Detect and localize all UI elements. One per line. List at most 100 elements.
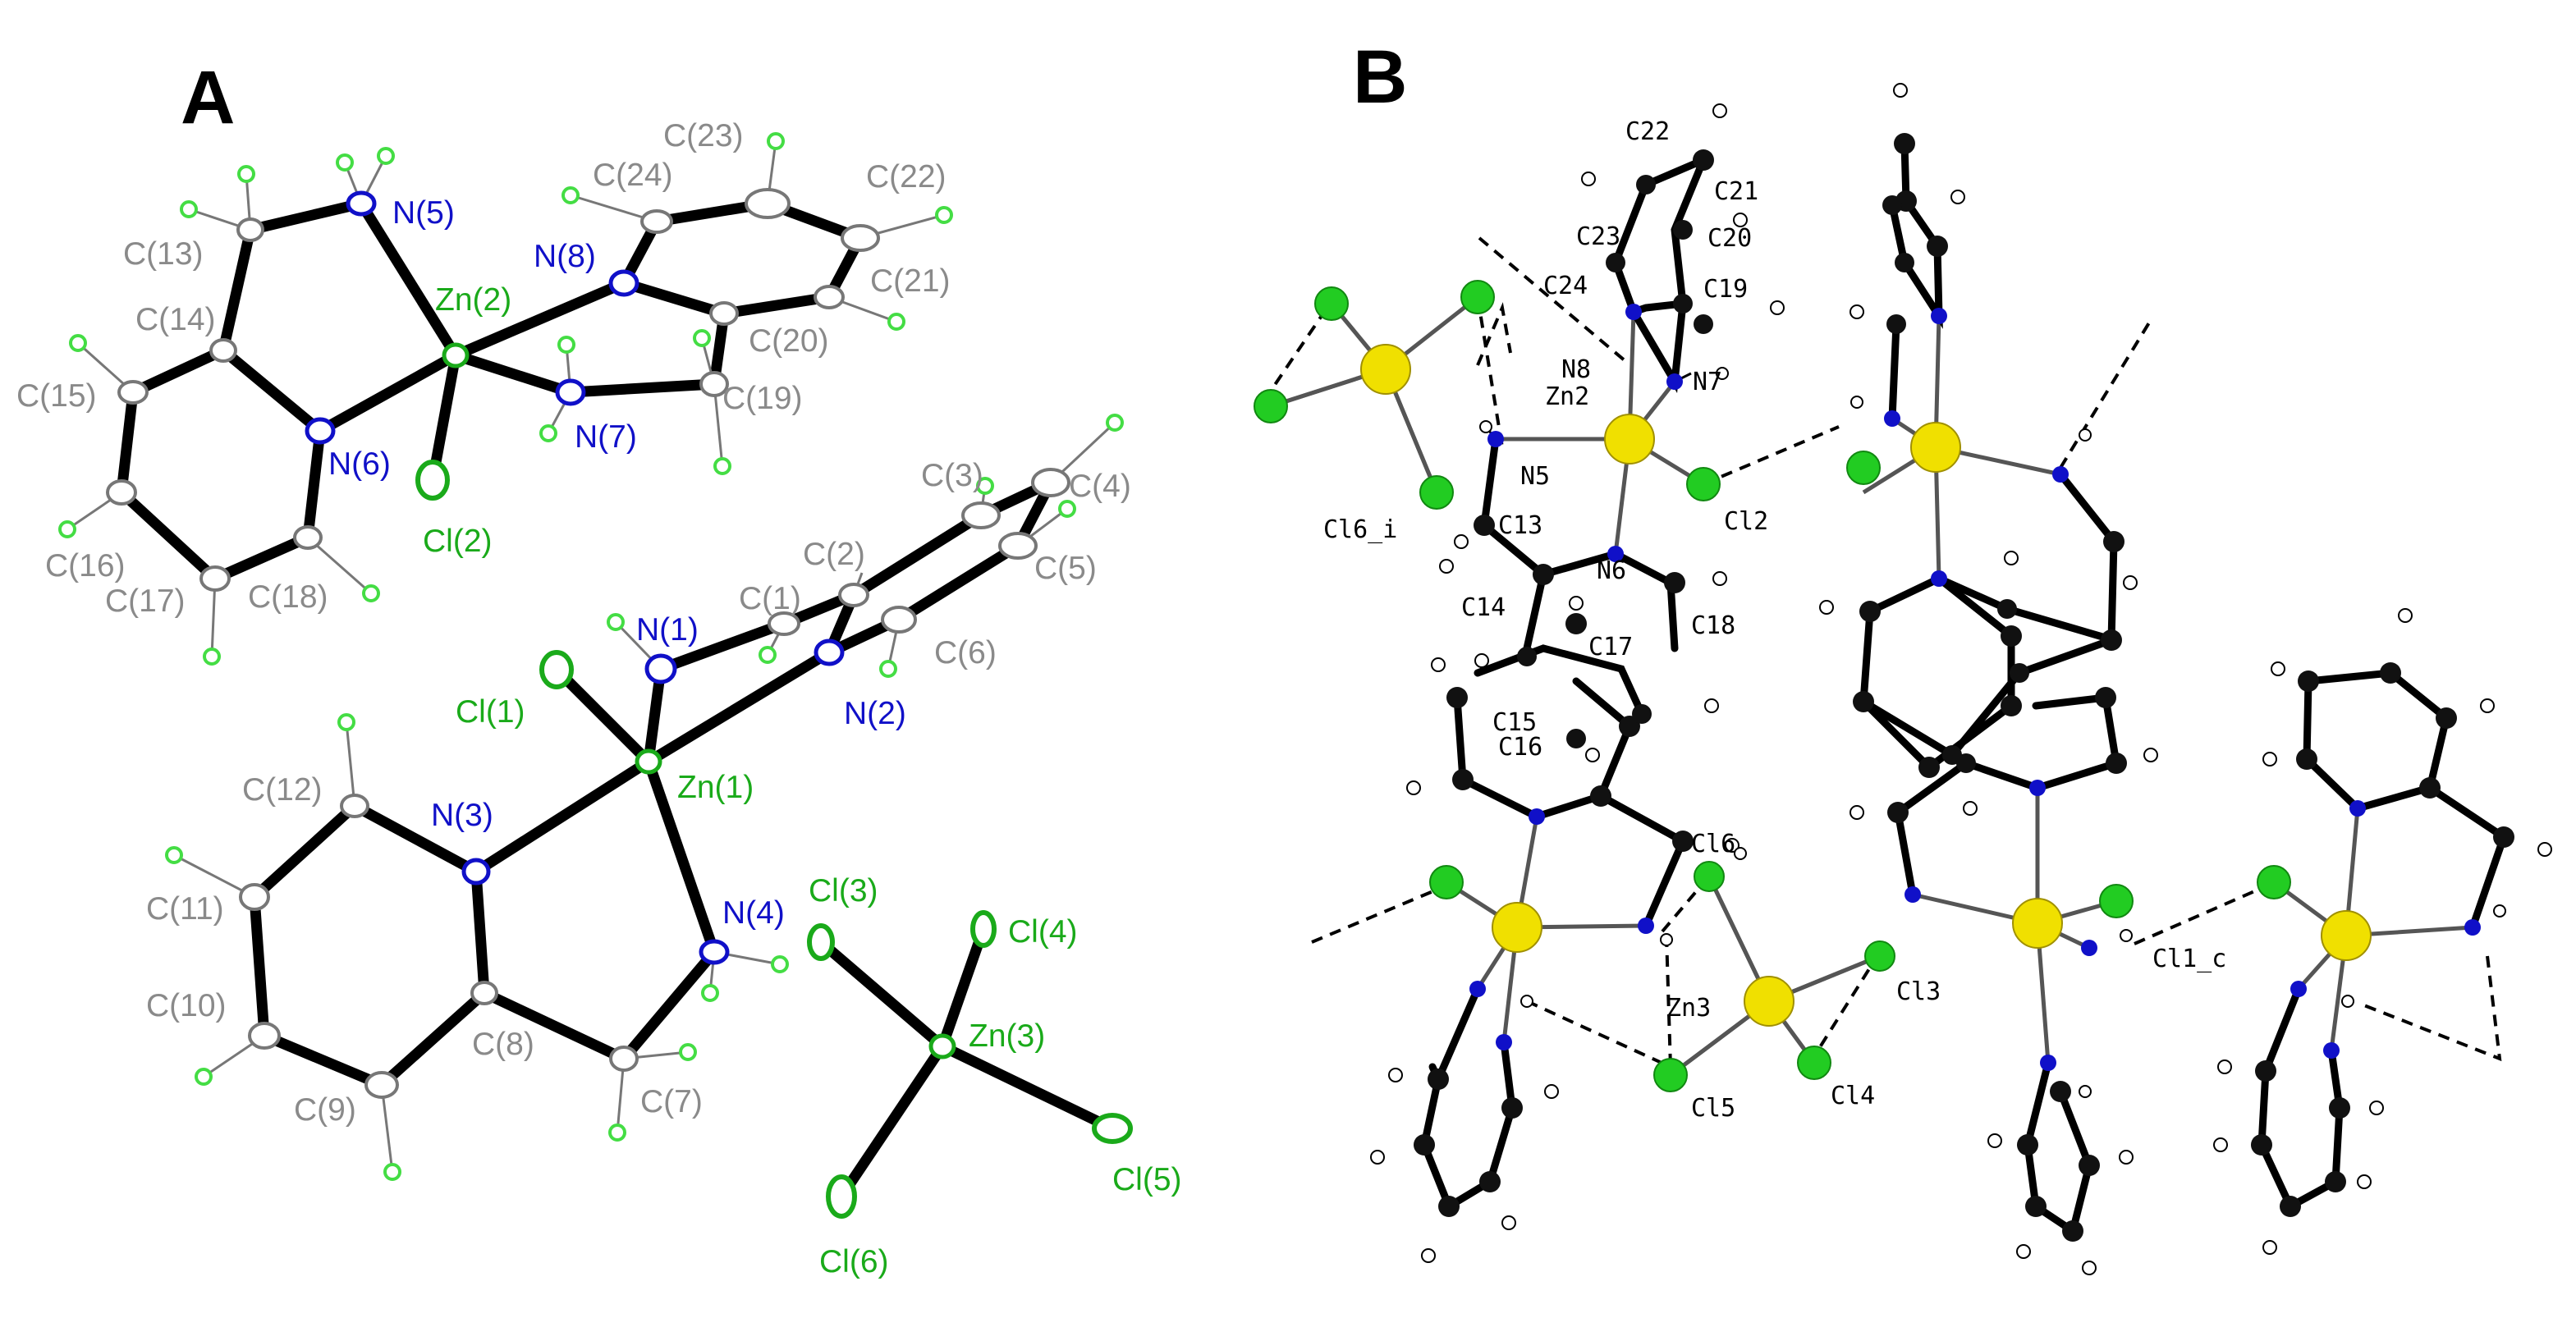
- label-b-n8: N8: [1561, 355, 1591, 384]
- atom-b-c: [1452, 769, 1474, 790]
- atom-c20: [709, 301, 739, 326]
- atom-b-c23: [1636, 175, 1656, 194]
- atom-b-c: [2095, 687, 2116, 708]
- atom-c18: [293, 525, 323, 550]
- atom-c11: [239, 883, 270, 911]
- label-b-c17: C17: [1588, 633, 1633, 661]
- label-cl1: Cl(1): [456, 694, 525, 730]
- label-c1: C(1): [739, 581, 801, 616]
- atom-c1: [768, 611, 800, 636]
- label-b-c18: C18: [1691, 611, 1735, 640]
- bond-c9-c8: [376, 987, 490, 1091]
- atom-b-zn: [2012, 898, 2063, 949]
- atom-b-c: [1672, 831, 1694, 852]
- label-b-c21: C21: [1714, 177, 1758, 206]
- bond-zn2-n8: [450, 277, 630, 361]
- bond-c13-c14: [218, 224, 256, 356]
- atom-c16: [106, 479, 137, 506]
- label-c13: C(13): [123, 236, 204, 272]
- bond-c14-n6: [218, 345, 326, 437]
- atom-b-c: [1438, 1196, 1460, 1217]
- panel-b-carbon-atoms: [1414, 133, 2514, 1242]
- label-b-c22: C22: [1625, 117, 1670, 146]
- atom-b-c: [1428, 1069, 1449, 1090]
- atom-b-c20: [1673, 294, 1693, 313]
- label-c22: C(22): [866, 159, 947, 194]
- panel-b-chlorine-atoms: [1254, 280, 2291, 1092]
- atom-b-c: [2325, 1171, 2346, 1192]
- atom-b-c15: [1517, 647, 1537, 666]
- atom-b-cl: [1429, 865, 1464, 899]
- atom-b-c: [1632, 704, 1652, 724]
- panel-a-ortep: A: [16, 56, 1182, 1279]
- label-b-c14: C14: [1461, 593, 1506, 622]
- atom-b-n: [1931, 570, 1947, 587]
- atom-b-c: [2419, 777, 2441, 799]
- atom-c5: [998, 532, 1038, 560]
- atom-b-zn-anion: [1360, 344, 1411, 395]
- label-n5: N(5): [392, 195, 455, 231]
- label-n7: N(7): [575, 419, 637, 455]
- atom-n3: [461, 858, 491, 886]
- label-c5: C(5): [1034, 551, 1097, 586]
- atom-b-c: [1918, 757, 1940, 778]
- atom-b-c: [1853, 691, 1874, 712]
- label-zn3: Zn(3): [969, 1018, 1045, 1054]
- panel-a-letter: A: [181, 56, 235, 140]
- atom-b-c: [2017, 1134, 2038, 1156]
- hbond-line: [1311, 885, 1446, 944]
- panel-b-labels: C22 C21 C23 C20 C24 C19 N8 N7 Zn2 N5 Cl2…: [1323, 117, 2226, 1123]
- atom-b-c18: [1664, 572, 1685, 593]
- panel-a-labels: N(5) N(8) Zn(2) N(6) N(7) Cl(2) C(13) C(…: [16, 118, 1182, 1279]
- atom-b-c: [2380, 662, 2401, 684]
- panel-b-nitrogen-atoms: [1469, 304, 2481, 1071]
- atom-b-c: [1894, 133, 1915, 154]
- atom-b-cl: [2099, 884, 2134, 918]
- bond-c11-c10: [249, 891, 270, 1041]
- atom-b-n: [1638, 918, 1654, 934]
- atom-c3: [961, 501, 1001, 529]
- atom-zn3: [928, 1033, 956, 1059]
- atom-b-cl3: [1864, 940, 1895, 972]
- atom-b-zn2: [1604, 414, 1655, 465]
- atom-b-n: [2040, 1055, 2056, 1071]
- atom-b-n: [1931, 308, 1947, 324]
- bond-c10-c9: [259, 1030, 387, 1091]
- atom-b-c: [1590, 785, 1611, 807]
- panel-a-nitrogen-atoms: [305, 190, 845, 965]
- hbond-line: [1665, 935, 1672, 1068]
- label-c10: C(10): [146, 988, 227, 1023]
- label-c11: C(11): [146, 891, 224, 927]
- atom-b-c: [1997, 599, 2017, 619]
- label-zn2: Zn(2): [435, 282, 511, 318]
- label-c24: C(24): [593, 158, 673, 193]
- panel-a-hydrogen-atoms: [58, 132, 1124, 1181]
- bond-c15-c16: [116, 387, 139, 498]
- label-c12: C(12): [242, 772, 323, 808]
- label-b-c23: C23: [1576, 222, 1620, 251]
- bond-n5-c13: [245, 198, 367, 236]
- atom-cl2: [415, 460, 450, 501]
- atom-b-n: [1884, 410, 1900, 427]
- atom-b-c17: [1565, 613, 1587, 634]
- bond-c2-c3: [848, 510, 987, 601]
- label-b-cl6: Cl6: [1691, 830, 1735, 858]
- hbond-line: [1526, 1000, 1671, 1069]
- atom-n8: [608, 269, 639, 297]
- bond-zn1-n3: [470, 756, 654, 877]
- atom-c2: [838, 583, 869, 607]
- label-b-cl3: Cl3: [1896, 977, 1941, 1006]
- panel-b-hydrogen-atoms: [1370, 83, 2552, 1275]
- atom-b-c: [1895, 253, 1914, 272]
- label-n3: N(3): [431, 798, 493, 833]
- label-cl2: Cl(2): [423, 524, 493, 559]
- atom-c17: [199, 565, 231, 592]
- atom-n6: [305, 417, 336, 445]
- label-c23: C(23): [663, 118, 744, 153]
- label-b-cl5: Cl5: [1691, 1094, 1735, 1123]
- label-b-zn2: Zn2: [1545, 382, 1589, 411]
- label-c16: C(16): [45, 548, 126, 583]
- atom-b-n: [2464, 919, 2481, 936]
- atom-b-c13: [1474, 515, 1495, 536]
